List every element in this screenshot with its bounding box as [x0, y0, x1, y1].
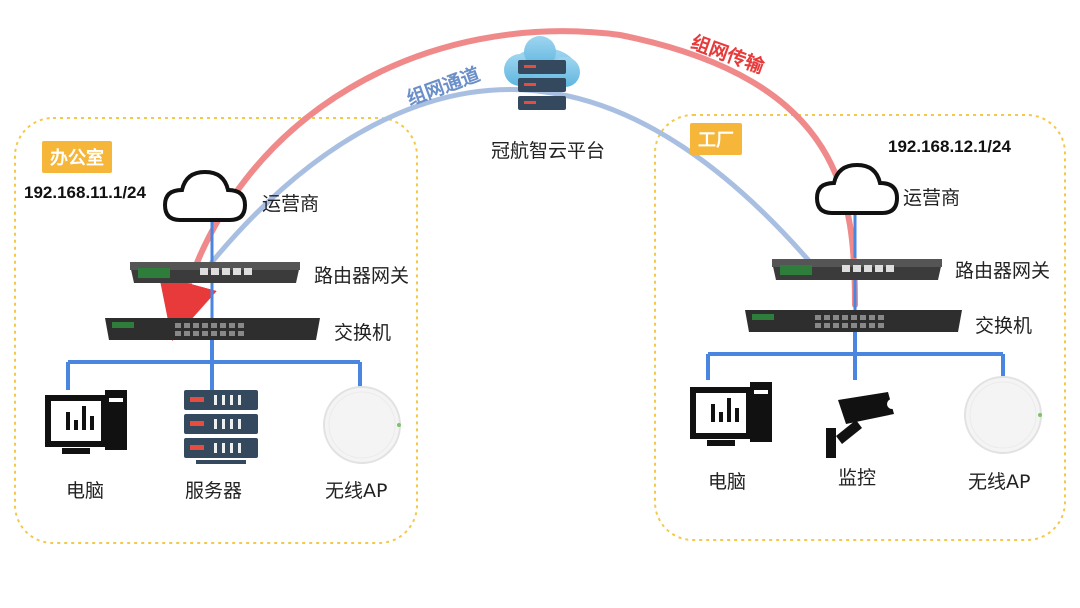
office-isp-cloud-icon — [162, 169, 248, 222]
factory-device-label: 无线AP — [968, 471, 1031, 493]
cloud-platform-label: 冠航智云平台 — [491, 140, 606, 162]
factory-ap-icon — [964, 376, 1042, 454]
office-lan-lines — [66, 340, 362, 390]
office-subnet: 192.168.11.1/24 — [24, 183, 146, 202]
office-ap-icon — [323, 386, 401, 464]
factory-pc-icon — [690, 382, 772, 446]
office-router-icon — [130, 262, 300, 283]
factory-switch-label: 交换机 — [975, 315, 1033, 337]
factory-router-icon — [772, 259, 942, 280]
factory-tag: 工厂 — [690, 123, 742, 155]
office-zone — [14, 117, 418, 544]
factory-switch-icon — [745, 310, 962, 332]
factory-isp-cloud-icon — [814, 162, 900, 215]
office-server-icon — [184, 390, 258, 464]
factory-gateway-label: 路由器网关 — [955, 260, 1051, 282]
tunnel-curve — [209, 87, 813, 265]
office-device-label: 无线AP — [325, 480, 388, 502]
factory-camera-icon — [826, 392, 897, 458]
office-device-label: 服务器 — [185, 480, 243, 502]
factory-zone — [654, 114, 1066, 541]
factory-lan-lines — [706, 332, 1005, 380]
office-device-label: 电脑 — [66, 480, 105, 502]
office-switch-icon — [105, 318, 320, 340]
cloud-platform-icon — [504, 36, 580, 110]
factory-isp-label: 运营商 — [903, 187, 961, 209]
factory-subnet: 192.168.12.1/24 — [888, 137, 1011, 156]
factory-device-label: 电脑 — [708, 471, 747, 493]
factory-device-label: 监控 — [838, 467, 877, 489]
office-tag: 办公室 — [42, 141, 112, 173]
office-pc-icon — [45, 390, 127, 454]
office-isp-label: 运营商 — [262, 193, 320, 215]
office-gateway-label: 路由器网关 — [314, 265, 410, 287]
office-switch-label: 交换机 — [334, 322, 392, 344]
